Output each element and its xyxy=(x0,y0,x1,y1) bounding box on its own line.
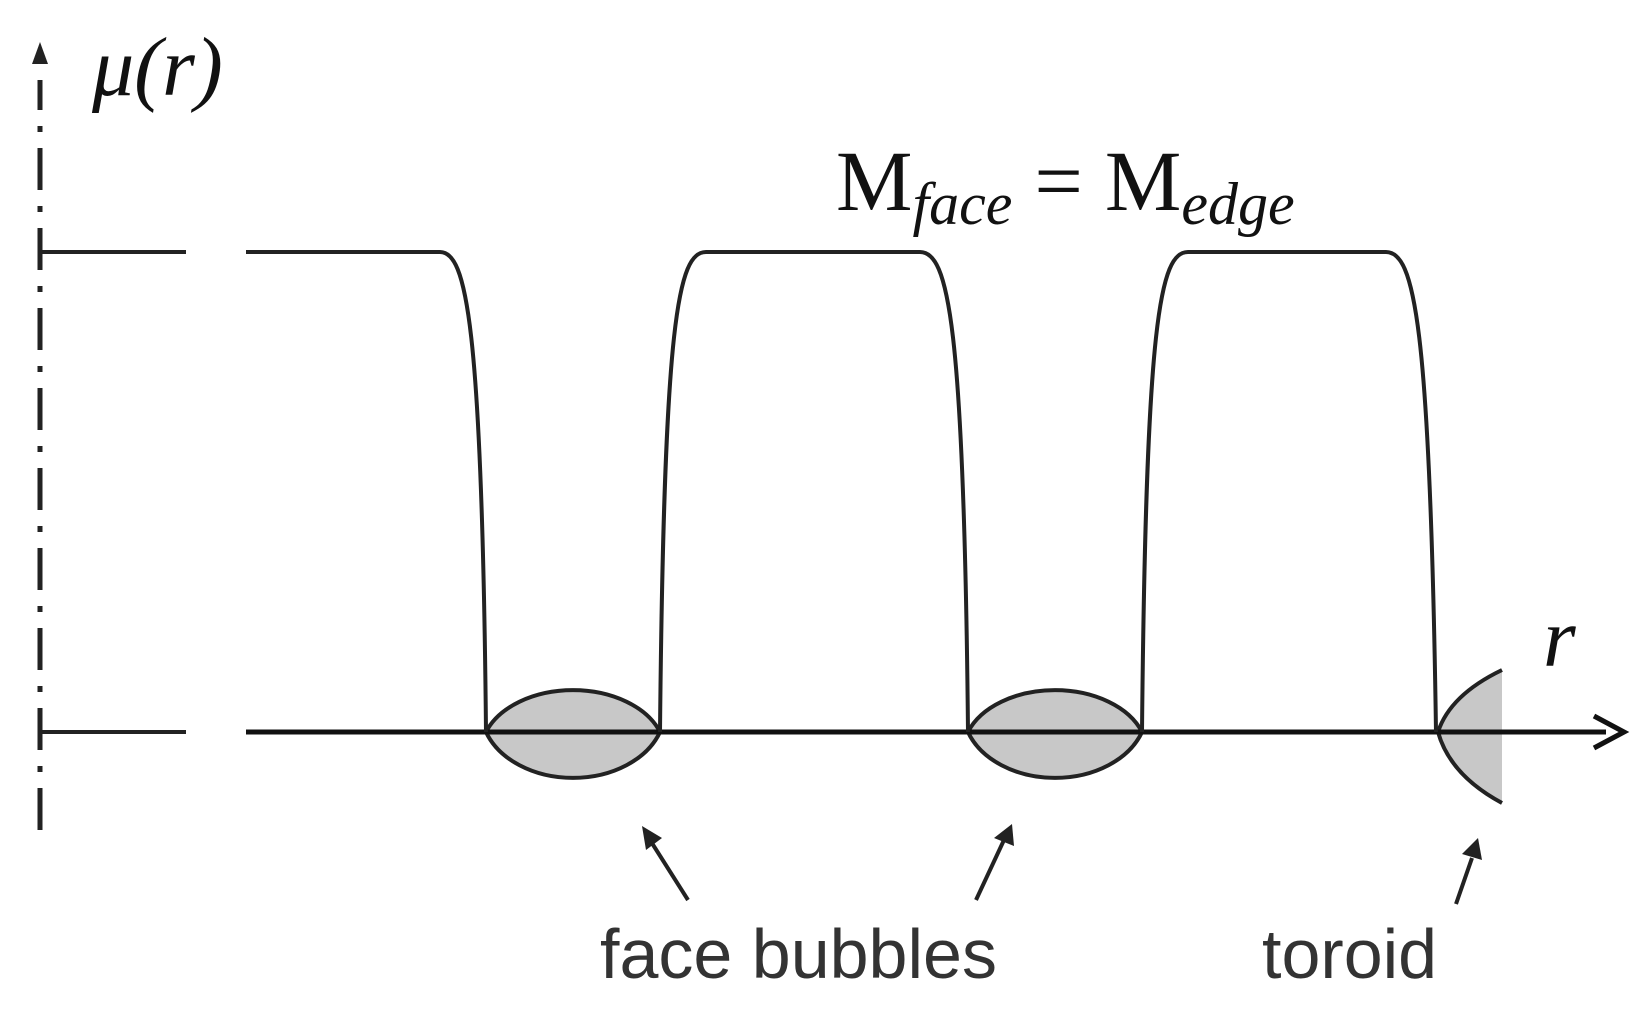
y-axis-arrowhead xyxy=(32,42,48,64)
equation-rhs-symbol: M xyxy=(1105,133,1181,229)
y-axis-label: μ(r) xyxy=(91,21,223,114)
face-bubble-1-arrow xyxy=(648,838,690,902)
mu-profile-curve xyxy=(246,250,1438,733)
annotation-arrows xyxy=(642,824,1482,905)
toroid-bubble xyxy=(1438,670,1502,803)
toroid-label: toroid xyxy=(1262,915,1437,993)
equation-lhs-symbol: M xyxy=(836,133,912,229)
x-axis-arrowhead xyxy=(1592,713,1630,751)
toroid-arrowhead xyxy=(1462,838,1482,860)
face-bubble-2-arrow xyxy=(974,839,1006,901)
face-bubble-1-arrowhead xyxy=(642,826,662,850)
equation-rhs-subscript: edge xyxy=(1181,171,1294,237)
equation: Mface=Medge xyxy=(836,133,1295,237)
equation-operator: = xyxy=(1034,133,1083,229)
equation-lhs-subscript: face xyxy=(912,171,1012,237)
face-bubbles-label: face bubbles xyxy=(600,915,997,993)
toroid-arrow xyxy=(1454,857,1474,905)
x-axis-label: r xyxy=(1543,592,1576,685)
face-bubble-2-arrowhead xyxy=(994,824,1014,846)
y-axis xyxy=(32,42,48,830)
